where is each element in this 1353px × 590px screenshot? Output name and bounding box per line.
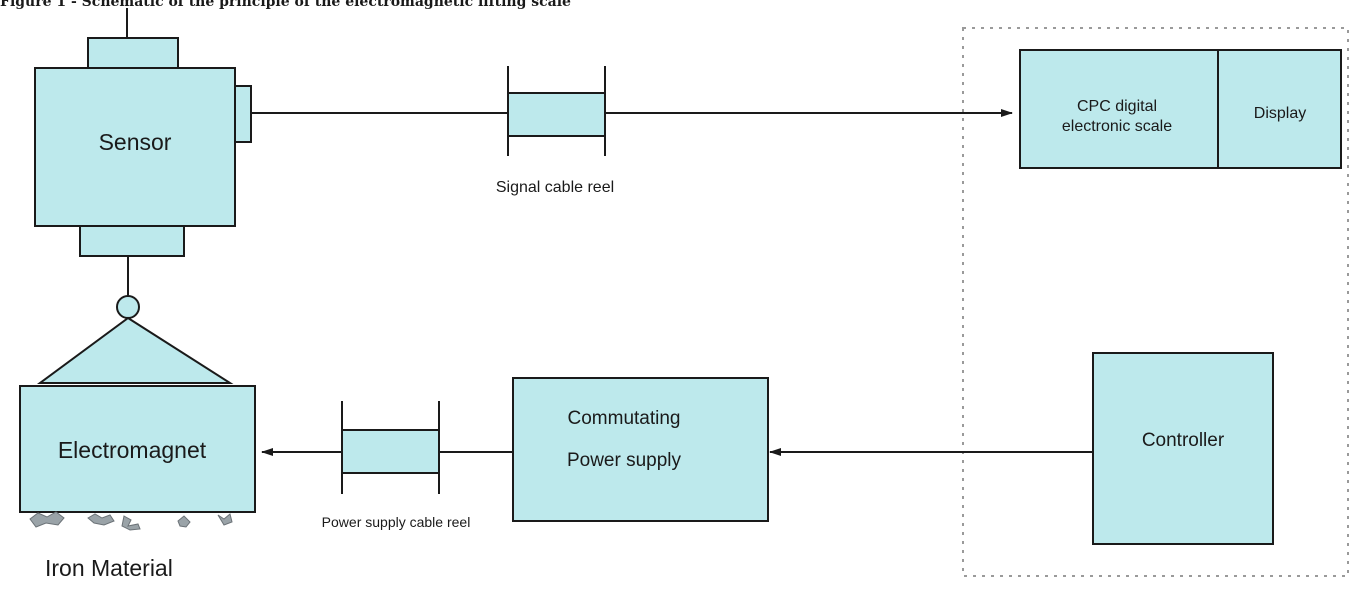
sensor-connector xyxy=(234,85,252,143)
hook-ring xyxy=(116,295,140,319)
power-supply-label-line2: Power supply xyxy=(567,450,682,471)
electromagnet-box xyxy=(19,385,256,513)
iron-material-label: Iron Material xyxy=(45,555,173,581)
sensor-bottom-block xyxy=(79,225,185,257)
control-enclosure xyxy=(962,27,1349,577)
sensor-top-block xyxy=(87,37,179,69)
signal-reel-label: Signal cable reel xyxy=(496,179,614,196)
scale-label-line1: CPC digital xyxy=(1077,98,1157,115)
lifting-triangle xyxy=(36,316,234,384)
controller-label: Controller xyxy=(1142,430,1225,451)
scale-box xyxy=(1019,49,1219,169)
display-label: Display xyxy=(1254,105,1306,122)
power-reel-label: Power supply cable reel xyxy=(322,514,471,530)
display-box xyxy=(1217,49,1342,169)
power-reel-body xyxy=(341,429,440,474)
controller-box xyxy=(1092,352,1274,545)
electromagnet-label: Electromagnet xyxy=(58,437,207,463)
figure-caption: Figure 1 - Schematic of the principle of… xyxy=(0,0,571,10)
signal-reel-body xyxy=(507,92,606,137)
power-supply-box xyxy=(512,377,769,522)
power-supply-label-line1: Commutating xyxy=(568,408,681,429)
scale-label-line2: electronic scale xyxy=(1062,118,1172,135)
iron-debris xyxy=(29,511,233,531)
sensor-label: Sensor xyxy=(99,129,172,155)
